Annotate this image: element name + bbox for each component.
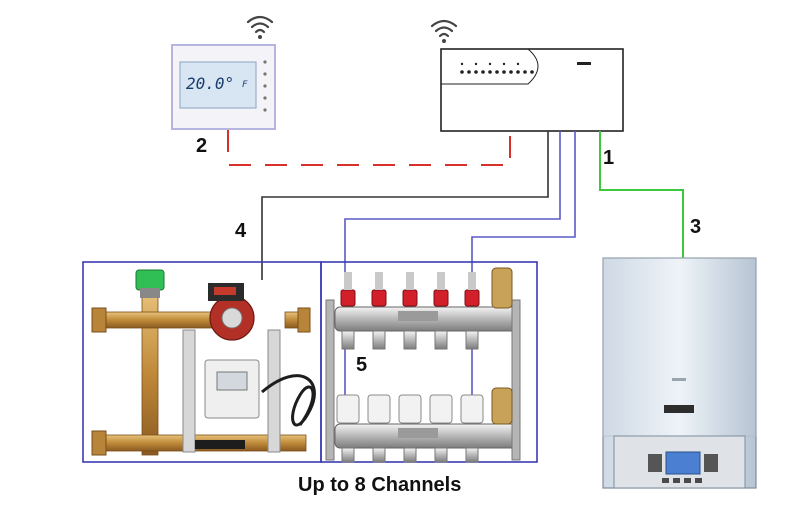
label-controller: 1 — [603, 147, 615, 169]
channels-caption: Up to 8 Channels — [298, 474, 462, 496]
wifi-icon — [246, 15, 274, 39]
pump-station-icon — [91, 269, 316, 456]
pump-wire — [261, 131, 549, 280]
actuator-icon — [336, 394, 484, 424]
label-pump-station: 4 — [235, 220, 247, 242]
manifold-frame — [320, 261, 538, 463]
label-boiler: 3 — [690, 216, 702, 238]
thermostat-icon — [171, 44, 276, 130]
wifi-icon — [430, 19, 458, 43]
label-thermostat: 2 — [196, 135, 208, 157]
pump-station-frame — [82, 261, 322, 463]
controller-icon — [440, 48, 624, 132]
thermostat-temperature: 20.0° — [186, 74, 235, 93]
label-manifold: 5 — [356, 354, 368, 376]
boiler-icon — [602, 257, 757, 489]
boiler-wire — [599, 131, 684, 258]
actuator-wire — [344, 131, 561, 395]
thermostat-unit: F — [242, 80, 248, 90]
wireless-link — [227, 130, 511, 166]
manifold-icon — [325, 267, 521, 463]
